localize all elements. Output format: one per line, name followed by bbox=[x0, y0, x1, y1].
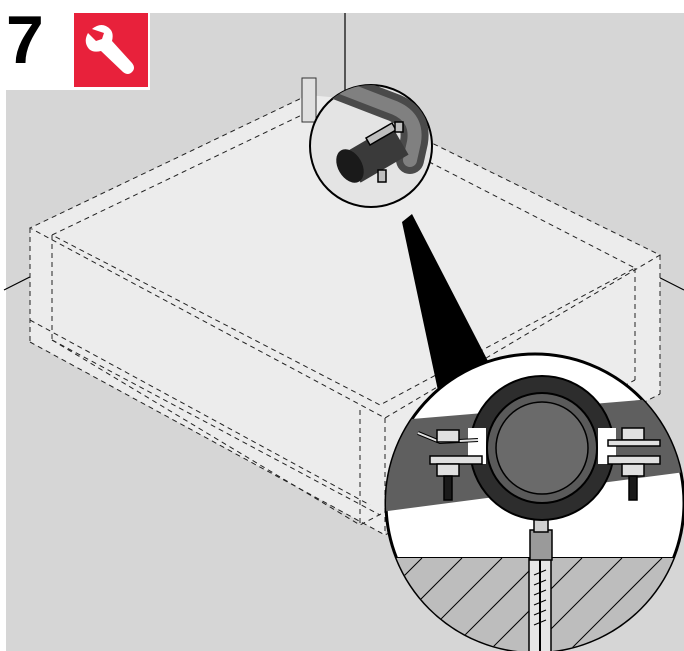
wall-plate bbox=[301, 77, 317, 123]
tool-badge bbox=[74, 13, 148, 87]
step-number: 7 bbox=[6, 2, 44, 78]
right-clamp-bolt bbox=[607, 427, 661, 501]
wrench-icon bbox=[85, 25, 134, 74]
magnifier-pointer bbox=[402, 214, 490, 400]
left-clamp-bolt bbox=[417, 429, 483, 501]
